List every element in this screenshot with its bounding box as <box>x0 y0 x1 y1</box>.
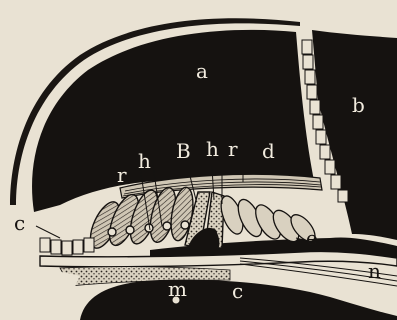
label-c-left: c <box>14 211 25 235</box>
label-B: B <box>176 139 191 163</box>
label-r-left: r <box>117 163 127 187</box>
label-h-left: h <box>138 149 151 173</box>
label-h-right: h <box>206 137 219 161</box>
label-r-right: r <box>228 137 238 161</box>
label-e: e <box>306 226 318 250</box>
lower-left-wedge <box>0 269 80 320</box>
label-b: b <box>352 93 365 117</box>
label-d: d <box>262 139 275 163</box>
label-n: n <box>368 259 381 283</box>
label-m: m <box>168 277 187 301</box>
label-c-bottom: c <box>232 279 243 303</box>
label-a: a <box>196 59 208 83</box>
left-epithelial-cells <box>40 238 94 255</box>
